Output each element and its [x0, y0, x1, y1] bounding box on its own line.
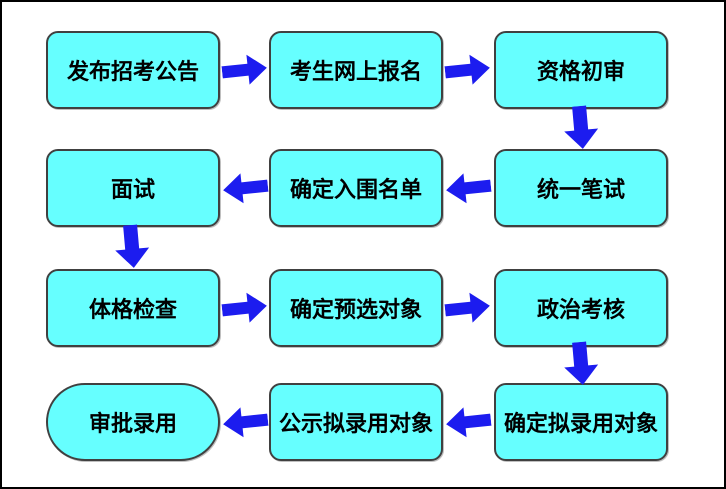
node-preliminary-qualification-review: 资格初审	[494, 31, 668, 109]
arrow-left-icon	[223, 407, 269, 438]
node-label: 统一笔试	[536, 177, 625, 202]
node-label: 体格检查	[88, 297, 177, 322]
node-label: 资格初审	[536, 59, 625, 84]
node-label: 面试	[110, 177, 155, 202]
node-unified-written-exam: 统一笔试	[494, 149, 668, 227]
arrow-left-icon	[446, 173, 492, 204]
node-online-registration: 考生网上报名	[269, 31, 443, 109]
node-label: 发布招考公告	[66, 59, 199, 84]
node-interview: 面试	[46, 149, 220, 227]
node-label: 公示拟录用对象	[278, 411, 433, 436]
arrow-down-icon	[115, 224, 150, 268]
node-label: 考生网上报名	[289, 59, 422, 84]
arrow-left-icon	[223, 173, 269, 204]
node-preselection-determination: 确定预选对象	[269, 269, 443, 347]
arrow-down-icon	[564, 341, 599, 385]
node-proposed-hire-determination: 确定拟录用对象	[494, 383, 668, 461]
node-label: 政治考核	[536, 297, 625, 322]
arrow-right-icon	[221, 292, 267, 323]
arrow-left-icon	[446, 407, 492, 438]
node-physical-examination: 体格检查	[46, 269, 220, 347]
node-proposed-hire-publicity: 公示拟录用对象	[269, 383, 443, 461]
node-label: 确定入围名单	[289, 177, 422, 202]
node-approval-and-hiring: 审批录用	[46, 383, 220, 461]
node-label: 审批录用	[88, 411, 177, 436]
node-political-assessment: 政治考核	[494, 269, 668, 347]
arrow-right-icon	[444, 292, 490, 323]
arrow-right-icon	[221, 54, 267, 85]
node-shortlist-determination: 确定入围名单	[269, 149, 443, 227]
arrow-right-icon	[444, 54, 490, 85]
arrow-down-icon	[564, 105, 599, 149]
node-publish-recruitment-notice: 发布招考公告	[46, 31, 220, 109]
node-label: 确定预选对象	[289, 297, 422, 322]
node-label: 确定拟录用对象	[503, 411, 658, 436]
